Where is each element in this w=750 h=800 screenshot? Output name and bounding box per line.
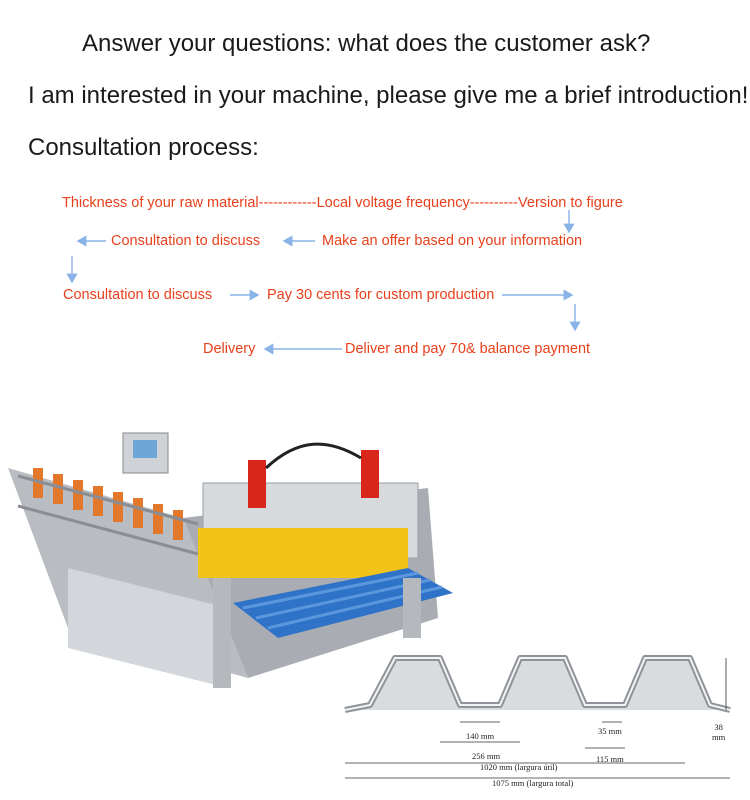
flow-step-consult-2: Consultation to discuss [63,287,213,303]
question-heading: Answer your questions: what does the cus… [82,30,651,57]
dim-1020: 1020 mm (largura útil) [480,762,558,772]
dim-256: 256 mm [472,751,501,761]
flow-step-row1: Thickness of your raw material----------… [62,195,623,211]
flow-step-offer: Make an offer based on your information [322,233,583,249]
dim-35: 35 mm [598,726,622,736]
request-heading: I am interested in your machine, please … [28,82,749,109]
dim-140: 140 mm [466,731,495,741]
dim-115: 115 mm [596,754,624,764]
flow-step-balance: Deliver and pay 70& balance payment [345,341,591,357]
flow-step-consult-1: Consultation to discuss [111,233,261,249]
roof-sheet-profile-drawing [344,655,731,779]
flow-step-delivery: Delivery [203,341,256,357]
dim-1075: 1075 mm (largura total) [492,778,574,788]
flow-arrows [66,210,581,355]
dim-38: 38 mm [712,722,726,742]
flow-step-pay-deposit: Pay 30 cents for custom production [267,287,495,303]
process-title: Consultation process: [28,134,259,161]
roll-forming-machine-image [8,432,453,688]
